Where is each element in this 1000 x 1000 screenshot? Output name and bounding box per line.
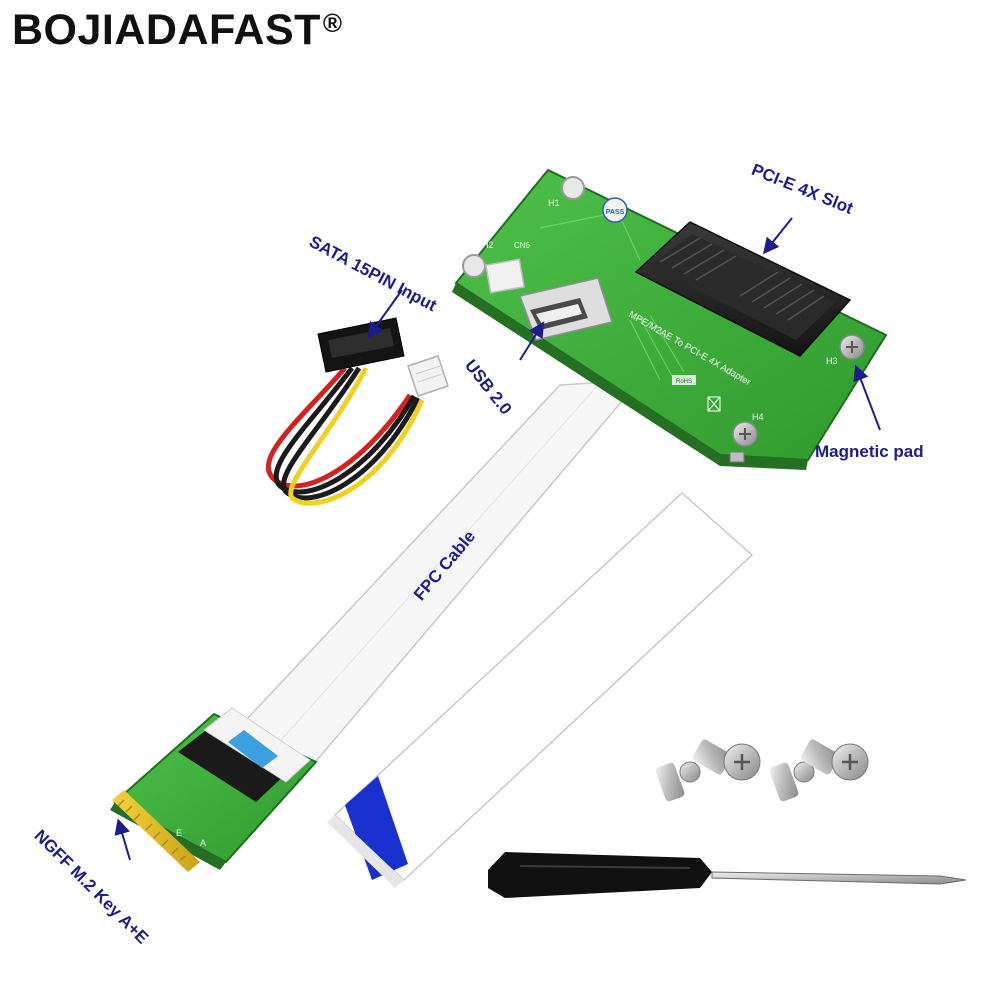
rohs-mark: RoHS bbox=[672, 375, 696, 385]
pcie-adapter-board: PASS H1 H2 H3 H4 CN6 MPE/M2AE To PCI-E 4… bbox=[452, 168, 888, 470]
small-4pin-connector bbox=[407, 355, 449, 397]
h2-label: H2 bbox=[482, 240, 494, 250]
m2-ngff-card: E A bbox=[110, 707, 318, 872]
m2-fpc-connector bbox=[178, 707, 311, 802]
arrow-ngff bbox=[114, 818, 131, 861]
screwdriver bbox=[488, 852, 967, 898]
screw-4 bbox=[800, 739, 869, 781]
sata-15pin-connector bbox=[317, 317, 405, 373]
screw-set bbox=[655, 739, 869, 802]
arrow-usb bbox=[519, 321, 545, 361]
m2-key-a-label: A bbox=[200, 838, 206, 848]
pass-label: PASS bbox=[606, 209, 625, 216]
rohs-label: RoHS bbox=[676, 379, 692, 385]
sata-power-cable bbox=[265, 317, 449, 506]
mount-hole-h1 bbox=[561, 176, 585, 200]
h3-label: H3 bbox=[826, 356, 838, 366]
h1-label: H1 bbox=[548, 198, 560, 208]
h4-label: H4 bbox=[752, 412, 764, 422]
weee-bin-icon bbox=[707, 396, 721, 412]
arrow-magnetic-pad bbox=[853, 364, 881, 431]
cn6-label: CN6 bbox=[514, 241, 531, 250]
magnetic-pad bbox=[729, 451, 745, 463]
screw-2 bbox=[692, 739, 761, 781]
brand-logo: BOJIADAFAST® bbox=[12, 6, 343, 55]
pcie-4x-slot bbox=[634, 221, 852, 357]
screw-3 bbox=[769, 761, 815, 802]
screw-1 bbox=[655, 761, 701, 802]
arrow-pcie-slot bbox=[763, 217, 793, 255]
arrow-sata-input bbox=[367, 289, 403, 339]
m2-key-e-label: E bbox=[176, 828, 182, 838]
callout-magnetic-pad: Magnetic pad bbox=[815, 442, 924, 461]
mount-hole-h2 bbox=[462, 254, 486, 278]
spare-fpc-cable bbox=[327, 491, 754, 888]
pass-sticker: PASS bbox=[602, 197, 628, 223]
mount-hole-h3 bbox=[839, 334, 865, 360]
mount-hole-h4 bbox=[732, 421, 758, 447]
brand-name: BOJIADAFAST bbox=[12, 6, 321, 54]
callout-arrows bbox=[114, 217, 881, 861]
power-header bbox=[484, 258, 526, 294]
registered-mark: ® bbox=[322, 8, 343, 38]
